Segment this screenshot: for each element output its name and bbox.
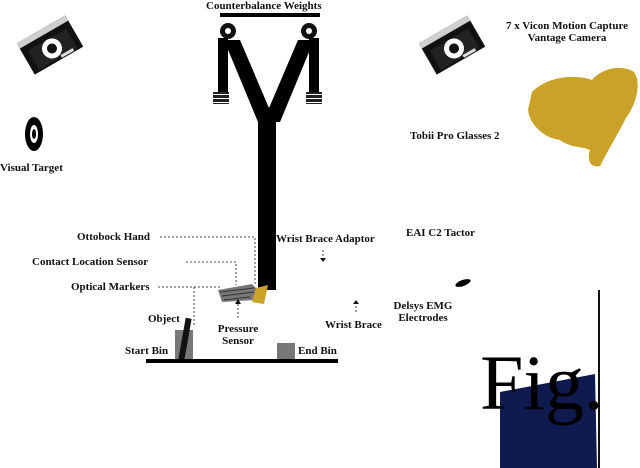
label-pressure-line1: Pressure	[217, 323, 259, 335]
fig-vertical-rule	[598, 290, 600, 468]
label-wrist-brace: Wrist Brace	[325, 319, 382, 331]
label-pressure-line2: Sensor	[222, 335, 254, 348]
counterbalance-assembly	[213, 13, 322, 290]
vicon-camera-left-icon	[16, 15, 84, 75]
end-bin	[277, 343, 295, 359]
label-vicon-camera: 7 x Vicon Motion Capture Vantage Camera	[497, 20, 637, 44]
label-pressure-sensor: Pressure Sensor	[212, 323, 264, 347]
tobii-glasses-icon	[528, 67, 638, 167]
label-delsys-line1: Delsys EMG	[393, 300, 453, 312]
label-tobii-glasses: Tobii Pro Glasses 2	[410, 130, 500, 142]
label-start-bin: Start Bin	[125, 345, 169, 357]
label-contact-location-sensor: Contact Location Sensor	[32, 256, 149, 268]
label-ottobock-hand: Ottobock Hand	[77, 231, 151, 243]
label-optical-markers: Optical Markers	[71, 281, 150, 293]
vicon-camera-right-icon	[418, 15, 486, 75]
label-vicon-line2: Vantage Camera	[527, 32, 607, 45]
prosthetic-hand	[218, 284, 268, 304]
pointer-lines	[158, 236, 357, 326]
wrist-brace-adaptor-piece	[252, 285, 268, 304]
label-delsys-emg: Delsys EMG Electrodes	[385, 300, 461, 324]
label-wrist-brace-adaptor: Wrist Brace Adaptor	[276, 233, 375, 245]
pointer-arrowheads	[235, 258, 359, 304]
label-delsys-line2: Electrodes	[398, 312, 448, 325]
label-object: Object	[148, 313, 180, 325]
label-eai-c2-tactor: EAI C2 Tactor	[406, 227, 476, 239]
fig-navy-block	[500, 374, 597, 468]
table-surface	[146, 359, 338, 363]
label-vicon-line1: 7 x Vicon Motion Capture	[505, 20, 629, 32]
object	[178, 317, 192, 361]
visual-target-icon	[25, 117, 43, 151]
label-visual-target: Visual Target	[0, 162, 63, 174]
eai-tactor-icon	[455, 279, 471, 287]
label-counterbalance-weights: Counterbalance Weights	[206, 0, 322, 12]
label-end-bin: End Bin	[298, 345, 337, 357]
fig-label: Fig.	[480, 339, 604, 426]
